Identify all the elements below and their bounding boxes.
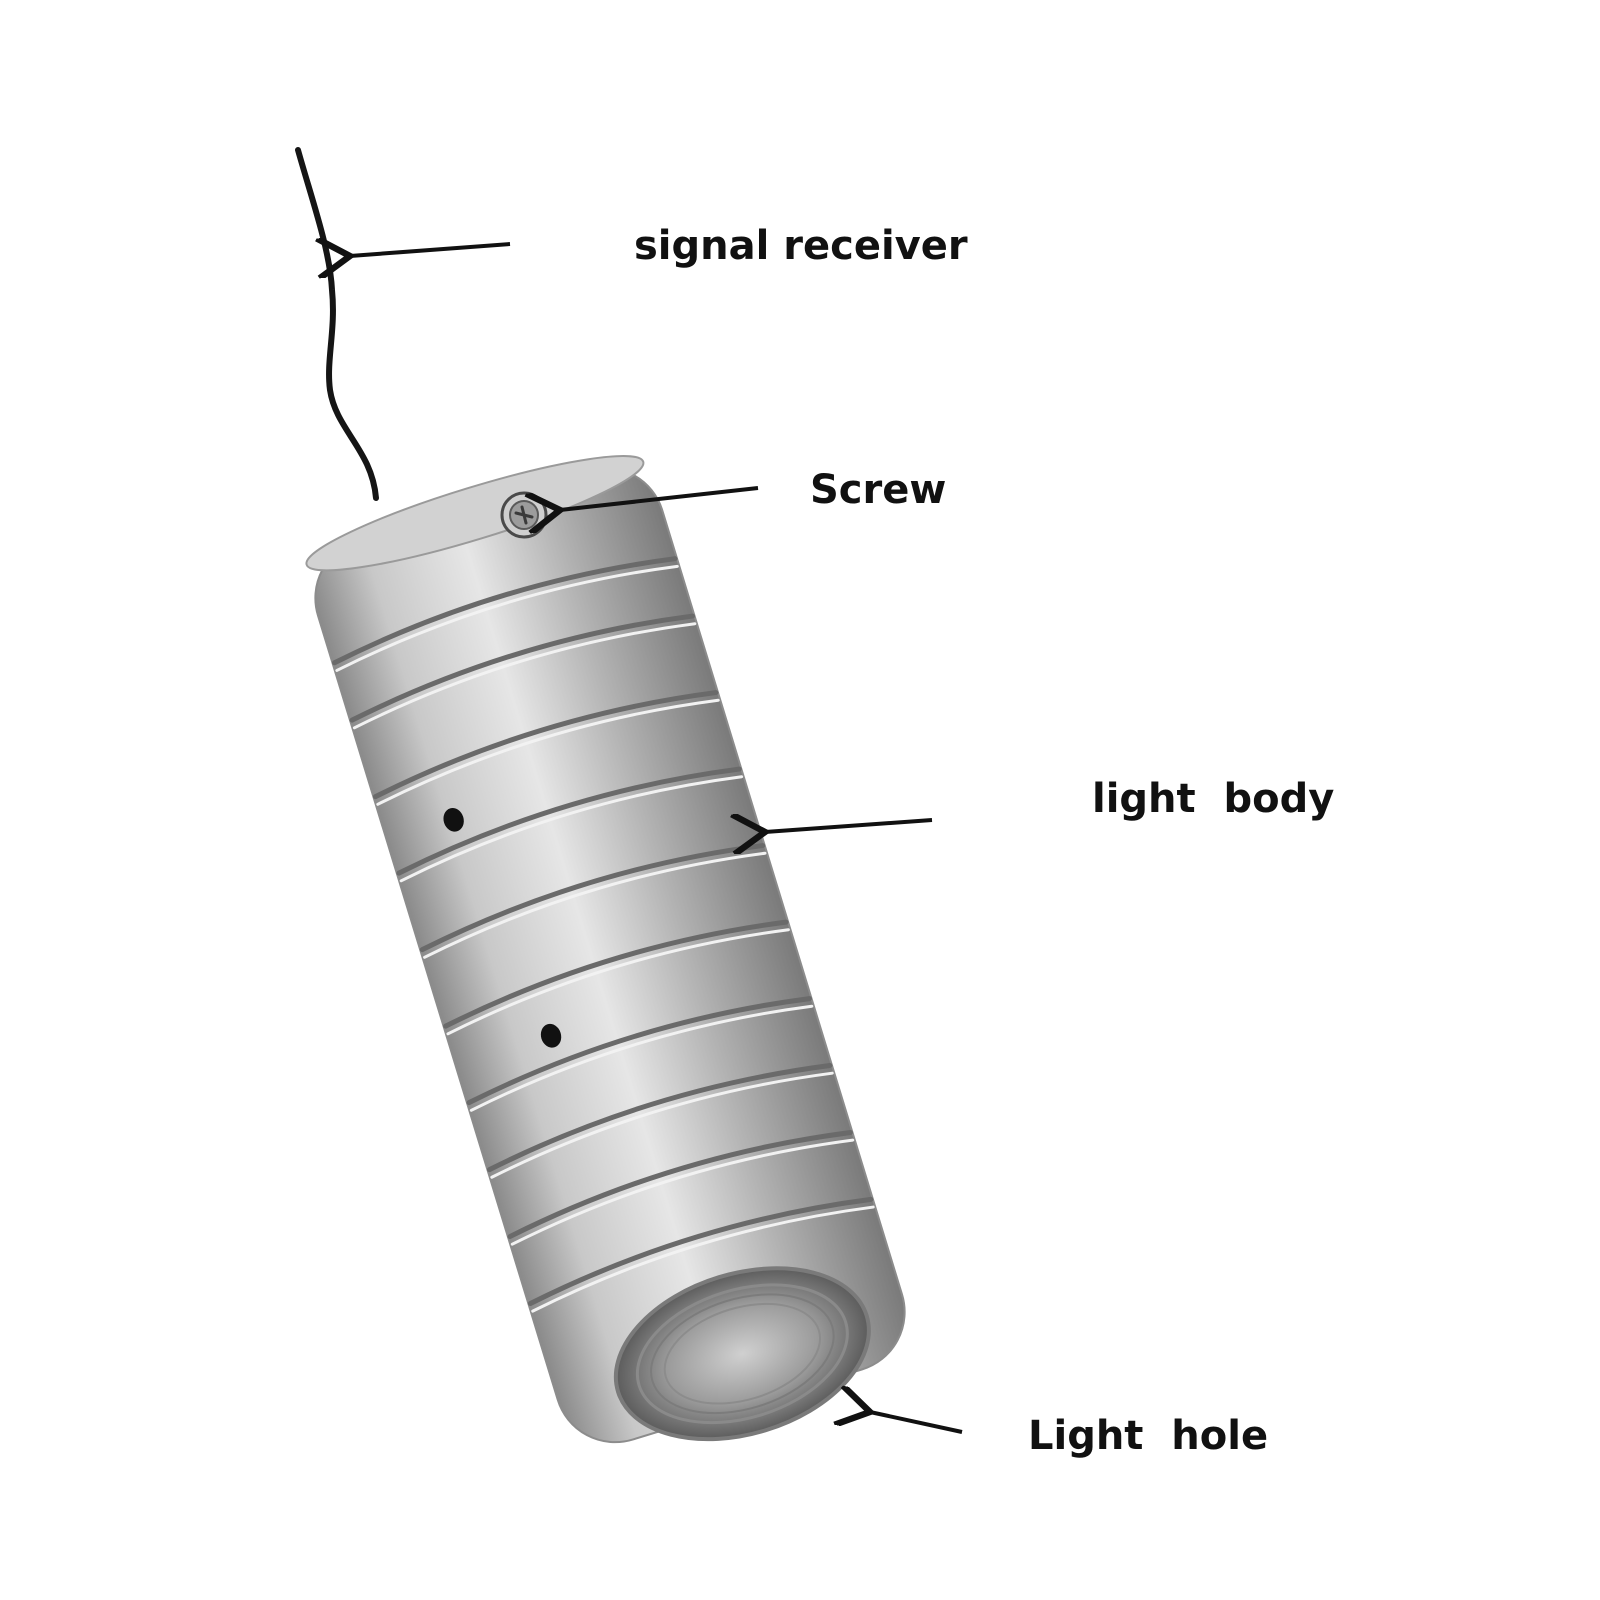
vent-hole xyxy=(540,1023,562,1048)
signal-receiver-arrow xyxy=(350,244,511,256)
screw-label: Screw xyxy=(810,467,947,513)
light-hole-arrow xyxy=(870,1412,963,1434)
light-body-arrow xyxy=(765,820,933,832)
vent-hole xyxy=(443,807,464,832)
light-body-label: light body xyxy=(1092,776,1335,822)
signal-receiver-label: signal receiver xyxy=(634,223,968,269)
screw-icon xyxy=(500,491,548,539)
light-hole-opening xyxy=(613,1266,871,1442)
light-body xyxy=(305,455,906,1444)
screw-arrow xyxy=(560,486,759,510)
light-hole-label: Light hole xyxy=(1028,1413,1269,1459)
signal-receiver-wire xyxy=(295,147,379,501)
